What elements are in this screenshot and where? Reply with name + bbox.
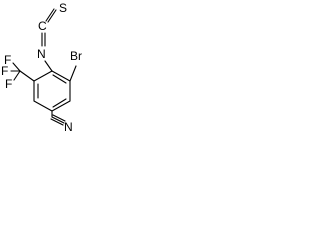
nitrile-n-label: N (64, 120, 73, 132)
trifluoromethyl-group: F F F (1, 53, 35, 91)
ring-bond-3 (51, 100, 71, 112)
fluorine-label-3: F (5, 77, 12, 91)
cf3-bond (19, 70, 35, 82)
nitrile-triple-bond-a (51, 116, 65, 124)
isothiocyanate-c-label: C (38, 19, 47, 33)
isothiocyanate-group: S C N (37, 1, 67, 72)
ring-double-bond-b (52, 98, 67, 108)
structure-diagram: S C N Br F F F (1, 1, 82, 132)
ring-double-bond-a (52, 74, 67, 84)
cf-bond-1 (12, 62, 21, 72)
isothiocyanate-n-label: N (37, 47, 46, 61)
benzene-ring (33, 70, 71, 112)
nitrile-group: N (50, 110, 73, 132)
isothiocyanate-s-label: S (59, 1, 67, 15)
s-c-double-bond-b (45, 8, 55, 22)
cf-bond-3 (13, 70, 21, 81)
ring-bond-4 (33, 100, 53, 112)
bromine-substituent: Br (69, 49, 82, 82)
br-bond (69, 65, 77, 82)
ring-bond-6 (33, 70, 53, 82)
fluorine-label-2: F (1, 64, 8, 78)
n-ring-bond (44, 60, 53, 72)
bromine-label: Br (70, 49, 82, 63)
nitrile-triple-bond-b (52, 114, 66, 122)
ring-bond-1 (51, 70, 71, 82)
fluorine-label-1: F (4, 53, 11, 67)
s-c-double-bond-a (47, 9, 57, 23)
nitrile-triple-bond-c (50, 118, 64, 126)
